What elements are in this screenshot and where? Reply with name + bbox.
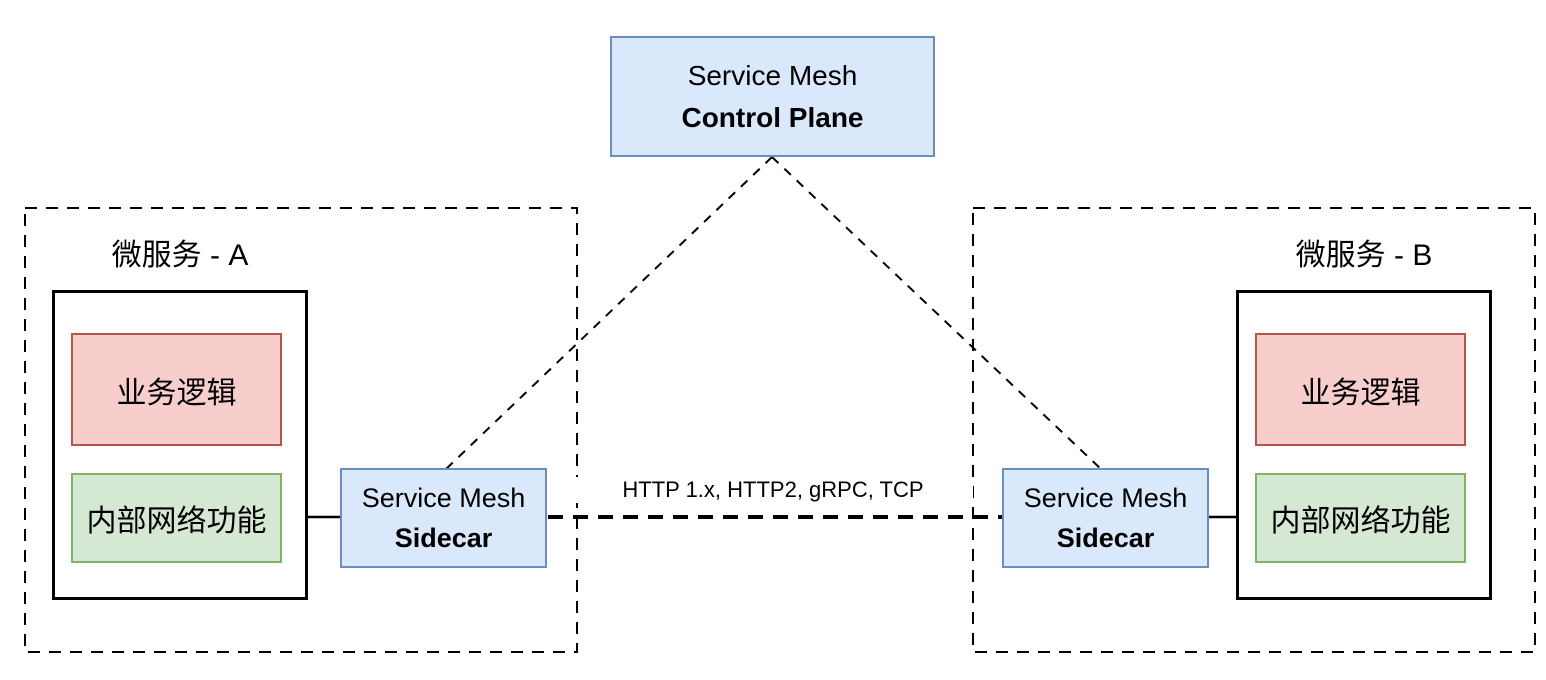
control-plane-to-sidecar-b-line: [771, 156, 1103, 471]
business-logic-a-box: 业务逻辑: [71, 333, 282, 446]
sidecar-b-line2: Sidecar: [1056, 523, 1155, 553]
internal-network-b-box: 内部网络功能: [1255, 473, 1466, 563]
sidecar-a-line1: Service Mesh: [361, 483, 526, 513]
business-logic-a-label: 业务逻辑: [116, 376, 237, 410]
microservice-a-title: 微服务 - A: [111, 239, 249, 272]
control-plane-line2: Control Plane: [681, 101, 864, 133]
microservice-a-container: [24, 207, 578, 653]
internal-network-a-box: 内部网络功能: [71, 473, 282, 563]
control-plane-to-sidecar-a-line: [444, 156, 773, 471]
link-protocols-label: HTTP 1.x, HTTP2, gRPC, TCP: [573, 477, 973, 503]
sidecar-a-box: Service Mesh Sidecar: [340, 468, 547, 568]
business-logic-b-box: 业务逻辑: [1255, 333, 1466, 446]
control-plane-box: Service Mesh Control Plane: [610, 36, 935, 157]
microservice-b-title: 微服务 - B: [1295, 239, 1433, 272]
business-logic-b-label: 业务逻辑: [1300, 376, 1421, 410]
sidecar-b-box: Service Mesh Sidecar: [1002, 468, 1209, 568]
internal-network-a-label: 内部网络功能: [86, 505, 267, 538]
sidecar-b-line1: Service Mesh: [1023, 483, 1188, 513]
sidecar-a-line2: Sidecar: [394, 523, 493, 553]
microservice-b-container: [972, 207, 1536, 653]
control-plane-line1: Service Mesh: [687, 59, 858, 91]
internal-network-b-label: 内部网络功能: [1270, 505, 1451, 538]
